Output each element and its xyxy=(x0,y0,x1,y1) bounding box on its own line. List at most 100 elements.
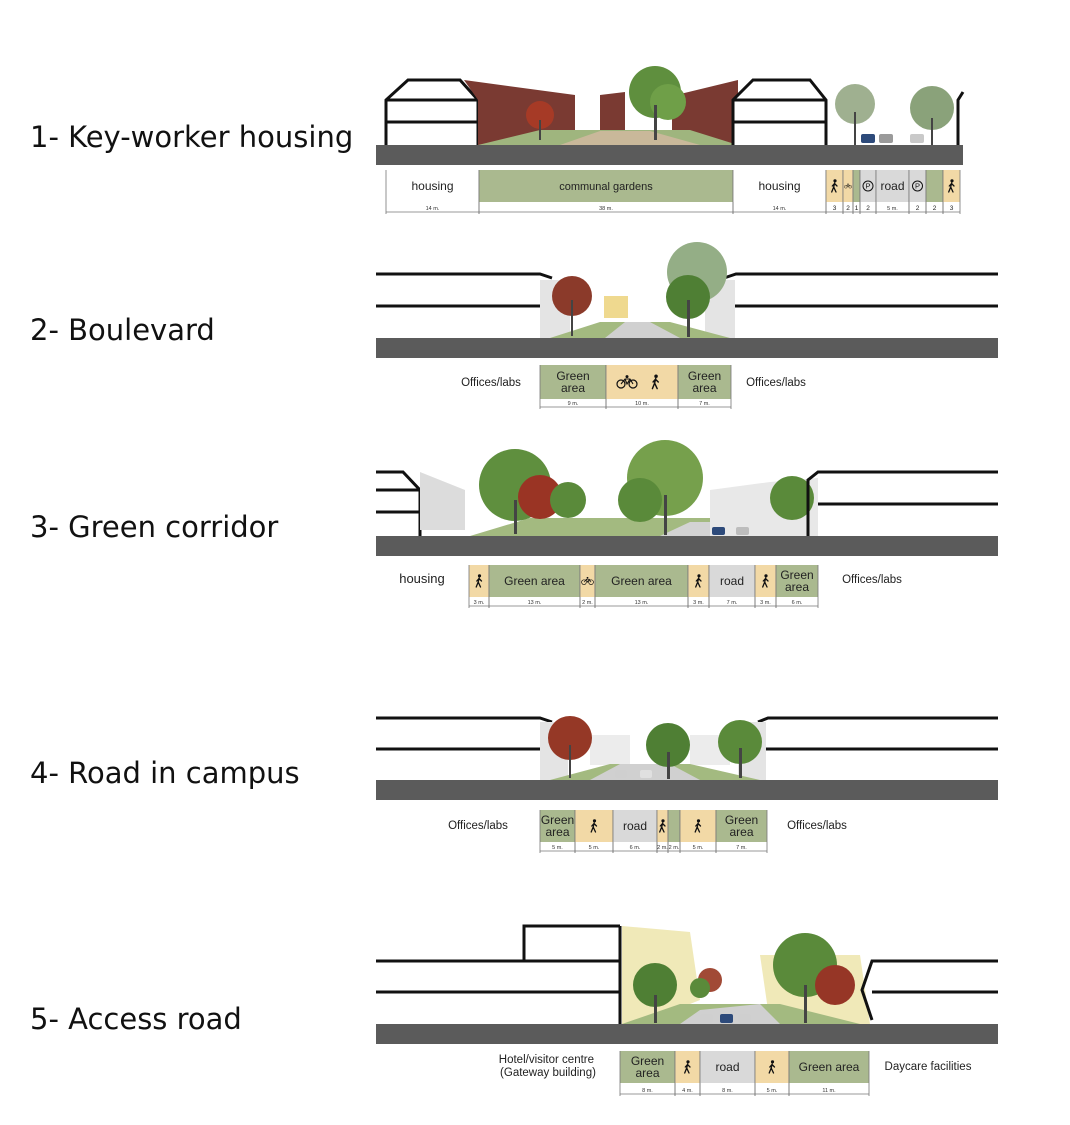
section-4-drawing xyxy=(376,716,998,800)
zone-width-label: 5 m. xyxy=(887,206,898,212)
zone-fill xyxy=(678,365,731,399)
zone-width-label: 5 m. xyxy=(767,1088,778,1094)
zone-width-label: 2 xyxy=(933,205,937,212)
zone-fill xyxy=(479,170,733,202)
access-road-left-label-line1: Hotel/visitor centre xyxy=(499,1054,594,1066)
zone-width-label: 1 xyxy=(855,205,859,212)
zone-green-4: Green area 11 m. xyxy=(788,1051,870,1096)
zone-width-label: 3 m. xyxy=(693,600,704,606)
section-2-drawing xyxy=(376,242,998,358)
zone-width-label: 38 m. xyxy=(599,206,613,212)
zone-width-label: 9 m. xyxy=(568,401,579,407)
zone-width-label: 5 m. xyxy=(693,845,704,851)
zone-width-label: 8 m. xyxy=(642,1088,653,1094)
zone-width-label: 3 m. xyxy=(760,600,771,606)
zone-green-4: 2 m. xyxy=(667,810,681,853)
zone-label: road xyxy=(623,819,647,833)
zone-ped-3: 5 m. xyxy=(754,1051,790,1096)
zone-fill xyxy=(668,810,680,842)
zone-width-label: 5 m. xyxy=(552,845,563,851)
zone-fill xyxy=(926,170,943,202)
zone-label: road xyxy=(715,1060,739,1074)
zone-ped-6: 3 m. xyxy=(754,565,777,608)
zone-label: communal gardens xyxy=(559,181,653,193)
zone-label: Green area xyxy=(799,1060,860,1074)
zone-ped-0: 3 m. xyxy=(468,565,490,608)
zone-fill xyxy=(716,810,767,842)
zone-road-5: road 7 m. xyxy=(708,565,756,608)
section-title-road-in-campus: 4- Road in campus xyxy=(30,756,300,790)
zone-road-8: 2 xyxy=(908,170,927,214)
zone-ped-1: 10 m. xyxy=(605,365,679,409)
zone-green-1: communal gardens 38 m. xyxy=(478,170,734,214)
zone-width-label: 3 xyxy=(950,205,954,212)
zone-ped-4: 3 m. xyxy=(687,565,710,608)
zone-fill xyxy=(606,365,678,399)
zone-fill xyxy=(489,565,580,597)
zone-width-label: 13 m. xyxy=(528,600,542,606)
zone-ped-10: 3 xyxy=(942,170,961,214)
zone-ped-1: 5 m. xyxy=(574,810,614,853)
access-road-left-label: Hotel/visitor centre (Gateway building) xyxy=(499,1054,597,1079)
zone-label: road xyxy=(720,574,744,588)
zone-ped-1: 4 m. xyxy=(674,1051,701,1096)
zone-road-7: road 5 m. xyxy=(875,170,910,214)
zone-fill xyxy=(540,810,575,842)
zone-fill xyxy=(613,810,657,842)
zone-label: road xyxy=(880,179,904,193)
zone-green-1: Green area 13 m. xyxy=(488,565,581,608)
zone-width-label: 2 xyxy=(916,205,920,212)
zone-label: Green area xyxy=(504,574,565,588)
zone-width-label: 6 m. xyxy=(792,600,803,606)
zone-fill xyxy=(843,170,853,202)
zone-ped-3: 3 xyxy=(825,170,844,214)
zone-width-label: 13 m. xyxy=(635,600,649,606)
zone-road-6: 2 xyxy=(859,170,877,214)
zone-width-label: 3 xyxy=(833,205,837,212)
section-3-drawing xyxy=(376,440,998,556)
zone-fill xyxy=(853,170,860,202)
zone-ped-3: 2 m. xyxy=(656,810,669,853)
zone-fill xyxy=(595,565,688,597)
zone-width-label: 14 m. xyxy=(773,206,787,212)
zone-fill xyxy=(709,565,755,597)
zone-label: housing xyxy=(411,179,453,193)
zone-width-label: 3 m. xyxy=(474,600,485,606)
zone-width-label: 7 m. xyxy=(736,845,747,851)
access-road-right-label: Daycare facilities xyxy=(885,1061,972,1073)
zone-width-label: 11 m. xyxy=(822,1088,836,1094)
zone-width-label: 2 m. xyxy=(657,845,668,851)
zone-ped-5: 5 m. xyxy=(679,810,717,853)
zone-ped-4: 2 xyxy=(842,170,854,214)
zone-width-label: 10 m. xyxy=(635,401,649,407)
zone-fill xyxy=(580,565,595,597)
road-in-campus-right-label: Offices/labs xyxy=(787,820,847,832)
zone-width-label: 7 m. xyxy=(727,600,738,606)
boulevard-left-label: Offices/labs xyxy=(461,377,521,389)
zone-fill xyxy=(776,565,818,597)
green-corridor-right-label: Offices/labs xyxy=(842,574,902,586)
zone-fill xyxy=(620,1051,675,1083)
zone-fill xyxy=(540,365,606,399)
zone-fill xyxy=(733,170,826,202)
section-title-boulevard: 2- Boulevard xyxy=(30,313,215,347)
section-5-drawing xyxy=(376,924,998,1044)
